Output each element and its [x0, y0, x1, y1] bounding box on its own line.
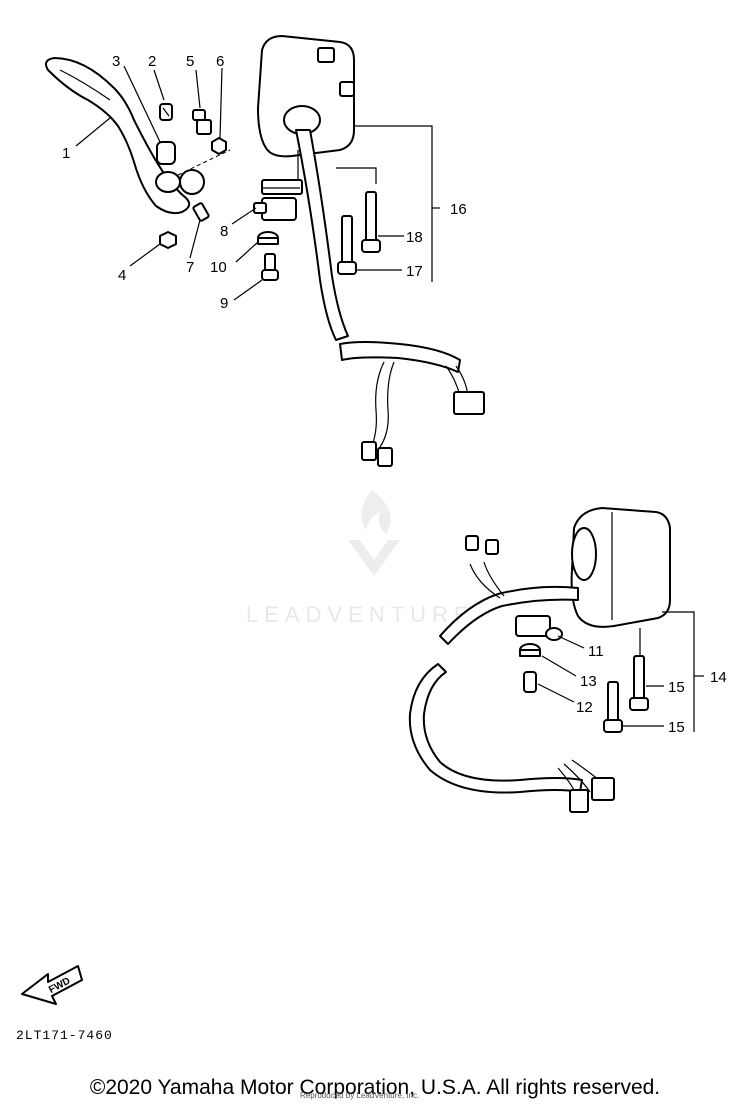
right-switch-housing	[570, 507, 671, 658]
callout-7: 7	[186, 259, 194, 276]
screw-part-9	[261, 253, 279, 281]
forward-arrow-icon: FWD	[21, 965, 83, 1005]
callout-5: 5	[186, 53, 194, 70]
screw-part-7	[192, 202, 210, 222]
nut-part-4	[159, 231, 177, 249]
left-wire-harness	[295, 129, 485, 467]
leadventure-watermark: LEADVENTURE	[246, 490, 475, 627]
callout-18: 18	[406, 229, 423, 246]
left-leader-lines	[75, 65, 440, 301]
washer-part-10	[257, 231, 279, 245]
callout-4: 4	[118, 267, 126, 284]
switch-part-11	[515, 615, 563, 641]
callout-12: 12	[576, 699, 593, 716]
nut-part-6	[211, 137, 227, 155]
callout-labels: 1 2 3 4 5 6 7 8 9 10 11 12 13 14 15 15 1…	[62, 53, 727, 736]
washer-part-13	[519, 643, 541, 657]
bolt-part-18	[361, 191, 381, 253]
bolt-part-5	[192, 109, 212, 135]
bolt-part-17	[337, 215, 357, 275]
bolt-part-2	[159, 103, 173, 121]
watermark-text: LEADVENTURE	[246, 602, 475, 627]
callout-3: 3	[112, 53, 120, 70]
bolt-part-15b	[603, 681, 623, 733]
callout-13: 13	[580, 673, 597, 690]
callout-16: 16	[450, 201, 467, 218]
callout-2: 2	[148, 53, 156, 70]
bolt-part-15a	[629, 655, 649, 711]
switch-part-8	[253, 197, 297, 221]
callout-10: 10	[210, 259, 227, 276]
callout-6: 6	[216, 53, 224, 70]
callout-17: 17	[406, 263, 423, 280]
collar-part-3	[156, 141, 176, 165]
callout-9: 9	[220, 295, 228, 312]
callout-15a: 15	[668, 679, 685, 696]
right-wire-harness	[408, 535, 615, 813]
clutch-lever-part	[45, 57, 231, 215]
callout-8: 8	[220, 223, 228, 240]
callout-1: 1	[62, 145, 70, 162]
callout-15b: 15	[668, 719, 685, 736]
right-leader-lines	[537, 611, 704, 732]
copyright-notice: ©2020 Yamaha Motor Corporation, U.S.A. A…	[89, 1076, 661, 1099]
screw-part-12	[523, 671, 537, 693]
drawing-code: 2LT171-7460	[16, 1028, 113, 1043]
callout-14: 14	[710, 669, 727, 686]
callout-11: 11	[588, 643, 604, 660]
reproduced-notice: Reproduced by LeadVenture, Inc.	[300, 1091, 420, 1100]
